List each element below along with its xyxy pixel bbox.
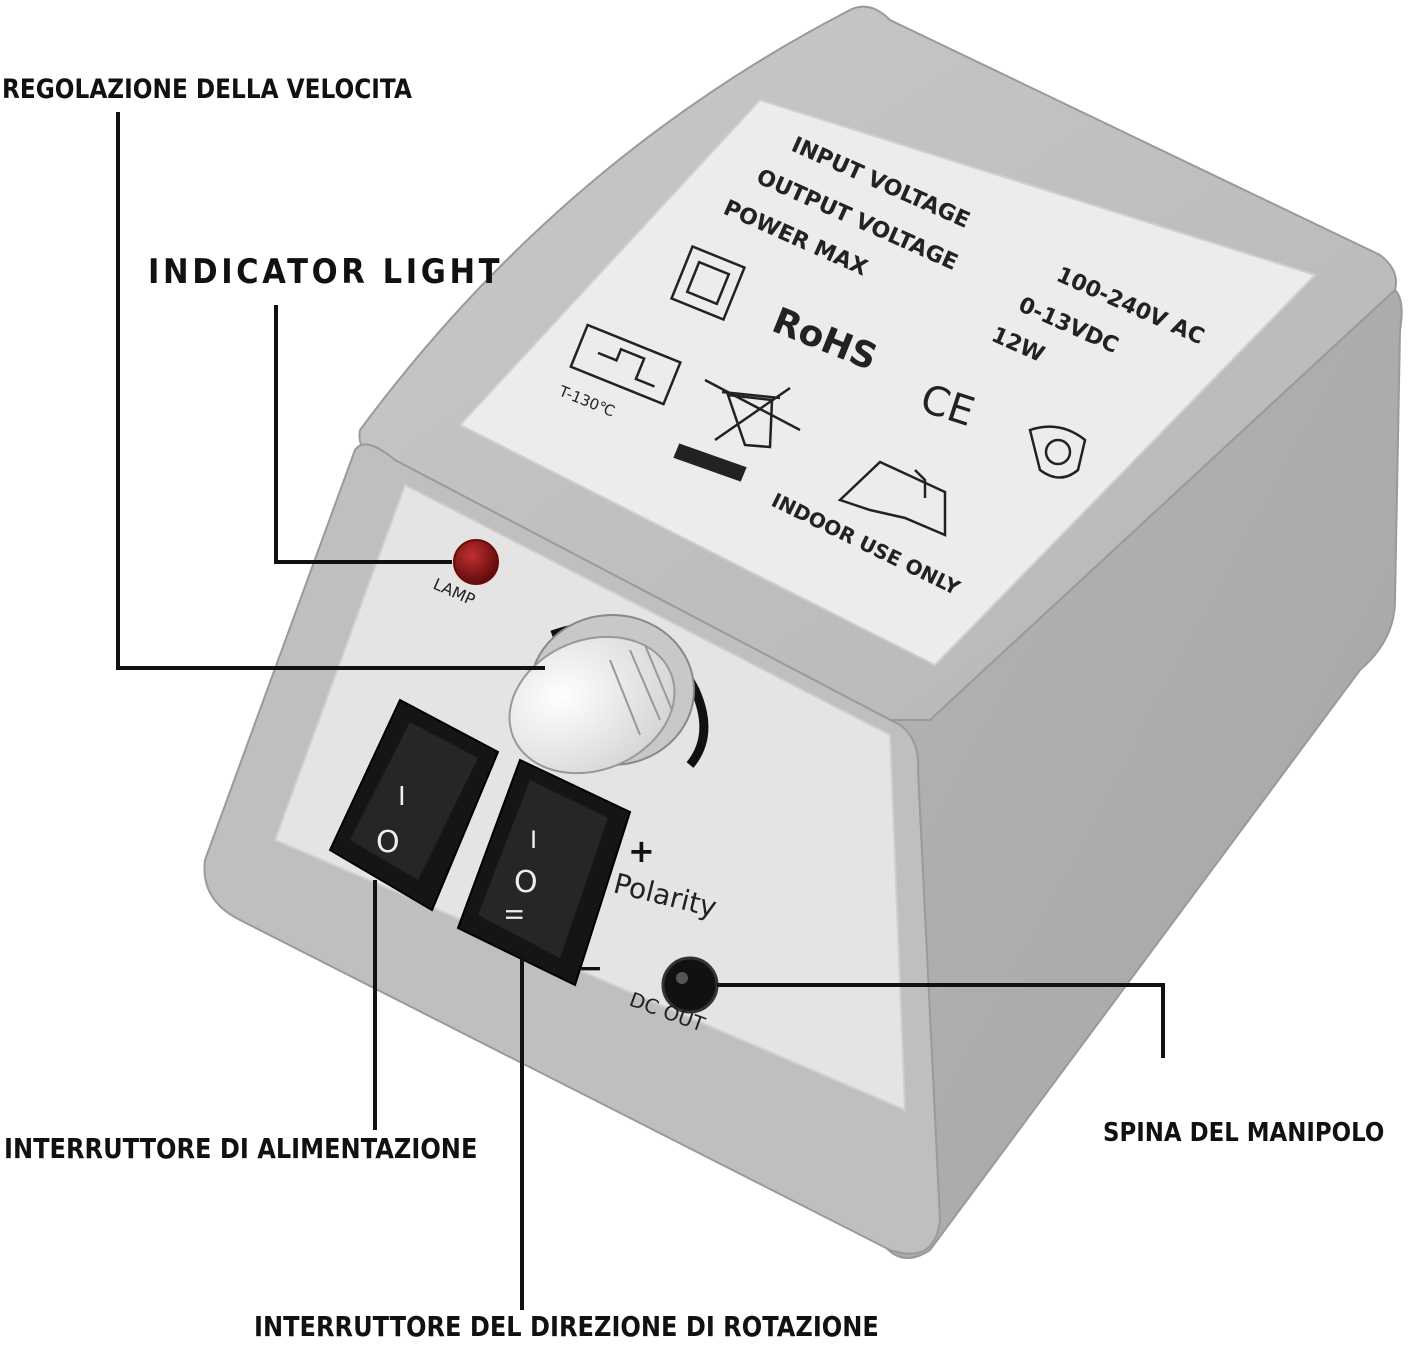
direction-switch-bottom-mark: II <box>500 908 525 921</box>
leader-indicator <box>274 305 452 564</box>
polarity-plus: + <box>628 832 655 870</box>
label-plate <box>458 98 1317 667</box>
weee-bin-icon <box>673 378 801 482</box>
leader-speed <box>116 112 545 670</box>
indoor-house-icon <box>837 460 947 537</box>
lamp-indicator <box>453 539 499 585</box>
thermal-fuse-icon <box>569 323 682 406</box>
callout-handpiece-plug: SPINA DEL MANIPOLO <box>1103 1118 1385 1148</box>
double-insulation-icon <box>669 244 747 322</box>
callout-power-switch: INTERRUTTORE DI ALIMENTAZIONE <box>4 1132 478 1165</box>
callout-direction-switch: INTERRUTTORE DEL DIREZIONE DI ROTAZIONE <box>254 1310 879 1343</box>
direction-switch[interactable]: I O II <box>456 758 632 987</box>
power-switch-on-mark: I <box>398 782 406 812</box>
power-switch-off-mark: O <box>376 825 400 860</box>
leader-lines <box>116 112 1165 1310</box>
power-switch[interactable]: I O <box>328 698 500 912</box>
callout-indicator-light: INDICATOR LIGHT <box>148 252 504 292</box>
housing-side <box>879 288 1403 1259</box>
approval-shield-icon <box>1028 425 1087 479</box>
callout-speed-adjustment: REGOLAZIONE DELLA VELOCITA <box>2 74 412 105</box>
direction-switch-top-mark: I <box>530 826 537 854</box>
direction-switch-mid-mark: O <box>514 865 538 900</box>
speed-knob[interactable] <box>489 613 695 797</box>
leader-handpiece <box>717 983 1165 1058</box>
polarity-minus: − <box>578 951 603 986</box>
